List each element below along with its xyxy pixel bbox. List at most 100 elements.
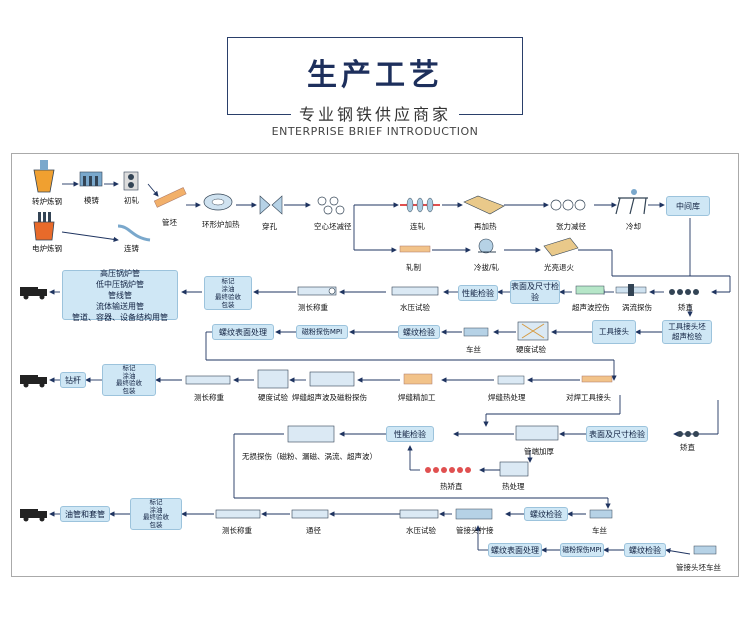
coupling-tighten-icon [455, 508, 493, 520]
measure3-icon [215, 509, 261, 519]
initial-roll-icon [123, 171, 139, 191]
step-hardness: 硬度试验 [516, 345, 546, 354]
weld-finish-icon [403, 373, 433, 385]
step-ultrasonic: 超声波控伤 [572, 303, 610, 312]
step-measure3: 测长称重 [222, 526, 252, 535]
step-thread-surface2: 螺纹表面处理 [488, 543, 542, 557]
page-title: 生产工艺 [307, 58, 443, 93]
step-thread-inspect2: 螺纹检验 [524, 507, 568, 521]
step-cold-draw: 冷拔/轧 [474, 263, 500, 272]
step-mark3: 标记 涂油 最终验收 包装 [130, 498, 182, 530]
casting-icon [79, 171, 103, 187]
step-weld-finish: 焊缝精加工 [398, 393, 436, 402]
step-furnace: 环形炉加热 [202, 220, 240, 229]
continuous-caster-icon [117, 224, 151, 242]
step-straighten2: 矫直 [680, 443, 695, 452]
products-box: 高压锅炉管 低中压锅炉管 管线管 流体输送用管 管道、容器、设备结构用管 [62, 269, 178, 322]
step-stretch: 张力减径 [556, 222, 586, 231]
step-measure-weigh: 测长称重 [298, 303, 328, 312]
hot-straight-icon [425, 467, 471, 473]
step-straighten: 矫直 [678, 303, 693, 312]
step-middle-store: 中间库 [666, 196, 710, 216]
drift-icon [291, 509, 329, 519]
step-rolling: 连轧 [410, 222, 425, 231]
step-threading2: 车丝 [592, 526, 607, 535]
step-hollow: 空心坯减径 [314, 222, 352, 231]
electric-furnace-icon [33, 212, 55, 241]
ultrasonic-icon [575, 285, 605, 295]
step-billet: 管坯 [162, 218, 177, 227]
step-hardness2: 硬度试验 [258, 393, 288, 402]
english-subtitle: ENTERPRISE BRIEF INTRODUCTION [271, 125, 479, 138]
step-surface-size: 表面及尺寸检验 [510, 280, 560, 304]
step-roll2: 轧制 [406, 263, 421, 272]
step-performance2: 性能检验 [386, 426, 434, 442]
step-bright-anneal: 光亮退火 [544, 263, 574, 272]
step-coupling-thread: 管接头坯车丝 [676, 563, 721, 572]
step-thread-inspect3: 螺纹检验 [624, 543, 666, 557]
step-heat-treat: 热处理 [502, 482, 525, 491]
step-eddy: 涡流探伤 [622, 303, 652, 312]
hydro2-icon [399, 509, 439, 519]
upset-icon [515, 425, 559, 441]
subtitle-text: 专业钢铁供应商家 [290, 105, 459, 124]
weld-heat-icon [497, 375, 525, 385]
step-initial-roll: 初轧 [124, 196, 139, 205]
converter-icon [33, 160, 55, 193]
measure2-icon [185, 375, 231, 385]
truck-icon [20, 509, 47, 522]
step-hydro: 水压试验 [400, 303, 430, 312]
title-frame: 生产工艺 [227, 37, 523, 115]
step-reheat: 再加热 [474, 222, 497, 231]
weld-tool-icon [581, 375, 613, 383]
step-mpi: 磁粉探伤MPI [296, 325, 348, 339]
ndt-icon [287, 425, 335, 443]
step-cooling: 冷却 [626, 222, 641, 231]
step-weld-tool: 对焊工具接头 [566, 393, 611, 402]
process-diagram-frame [11, 153, 739, 577]
step-measure2: 测长称重 [194, 393, 224, 402]
stretch-reduce-icon [550, 199, 586, 211]
step-mark-pack: 标记 涂油 最终验收 包装 [204, 276, 252, 310]
threading-icon [463, 327, 489, 337]
hollow-reduction-icon [317, 196, 345, 215]
step-upset: 管端加厚 [524, 447, 554, 456]
continuous-rolling-icon [400, 197, 440, 213]
subtitle: 专业钢铁供应商家 [0, 101, 750, 125]
step-thread-surface: 螺纹表面处理 [212, 324, 274, 340]
measure-weigh-icon [297, 286, 337, 296]
step-weld-heat: 焊缝热处理 [488, 393, 526, 402]
roll-mill-icon [399, 245, 431, 253]
step-hydro2: 水压试验 [406, 526, 436, 535]
step-tool-joint-ut: 工具接头坯 超声检验 [662, 320, 712, 344]
step-electric: 电炉炼钢 [32, 244, 62, 253]
piercing-icon [259, 195, 283, 215]
step-mpi2: 磁粉探伤MPI [560, 543, 604, 557]
step-drill-pipe: 钻杆 [60, 372, 86, 388]
step-converter: 转炉炼钢 [32, 197, 62, 206]
ring-furnace-icon [203, 193, 233, 211]
cold-draw-icon [478, 238, 496, 254]
billet-icon [153, 187, 187, 208]
step-mark2: 标记 涂油 最终验收 包装 [102, 364, 156, 396]
reheat-furnace-icon [463, 195, 505, 215]
threading2-icon [589, 509, 613, 519]
step-drift: 通径 [306, 526, 321, 535]
straighten2-icon [677, 431, 699, 437]
step-coupling-tighten: 管接头拧接 [456, 526, 494, 535]
step-surface2: 表面及尺寸检验 [586, 426, 648, 442]
hardness-tester-icon [517, 321, 549, 341]
step-casting: 模铸 [84, 196, 99, 205]
hydro-test-icon [391, 286, 439, 296]
step-threading: 车丝 [466, 345, 481, 354]
step-piercing: 穿孔 [262, 222, 277, 231]
step-tubing-casing: 油管和套管 [60, 506, 110, 522]
step-continuous: 连铸 [124, 244, 139, 253]
eddy-icon [615, 284, 647, 296]
heat-treat-icon [499, 461, 529, 477]
step-performance: 性能检验 [458, 285, 498, 301]
cooling-bed-icon [615, 189, 648, 215]
bright-anneal-icon [543, 237, 579, 257]
step-thread-inspect: 螺纹检验 [398, 325, 440, 339]
